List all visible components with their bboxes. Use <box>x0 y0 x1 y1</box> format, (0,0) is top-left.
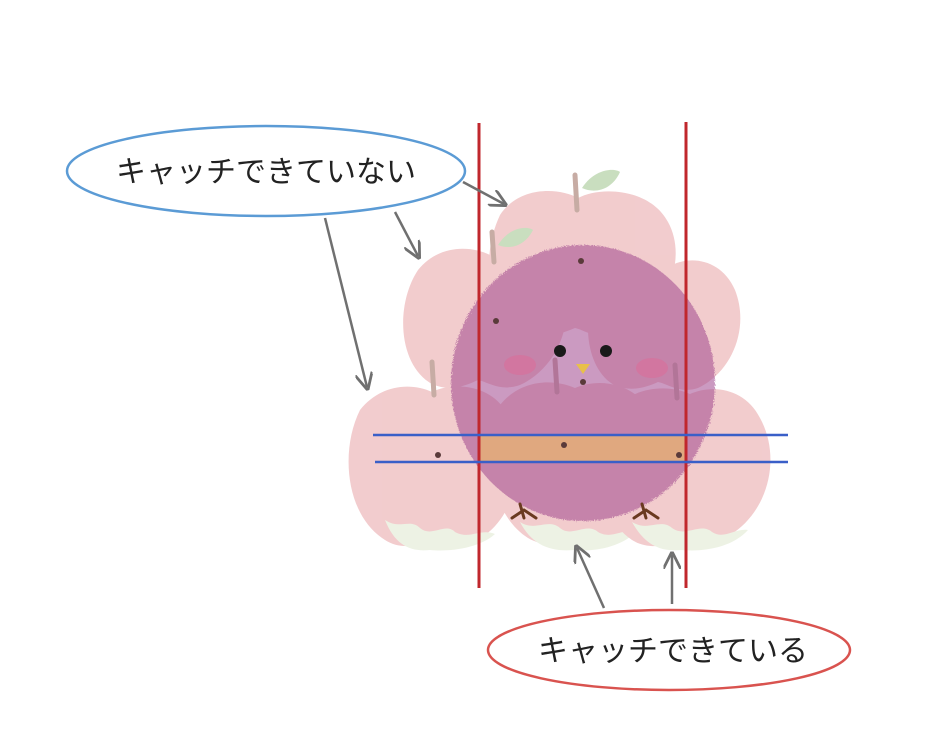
bird-right-cheek <box>636 358 668 378</box>
bird-left-eye <box>554 345 566 357</box>
arrow-to-top-apple <box>462 180 504 204</box>
bird-beak <box>576 364 590 374</box>
detection-band <box>478 436 686 462</box>
not-caught-arrows <box>323 180 504 387</box>
bird-left-cheek <box>504 355 536 375</box>
bird-feet <box>510 502 660 520</box>
callout-not-caught: キャッチできていない <box>65 124 467 218</box>
callout-caught-ellipse <box>486 608 852 692</box>
arrow-to-bottom-center-apple <box>577 548 606 609</box>
callout-not-caught-label: キャッチできていない <box>116 155 416 190</box>
arrow-to-upper-left-apple <box>393 211 418 256</box>
caught-arrows <box>577 548 672 609</box>
callout-caught: キャッチできている <box>486 608 852 692</box>
arrow-to-bottom-left-apple <box>323 217 367 387</box>
centroid-dots <box>435 258 682 458</box>
callout-caught-label: キャッチできている <box>538 634 808 669</box>
callout-not-caught-ellipse <box>65 124 467 218</box>
bird-right-eye <box>600 345 612 357</box>
